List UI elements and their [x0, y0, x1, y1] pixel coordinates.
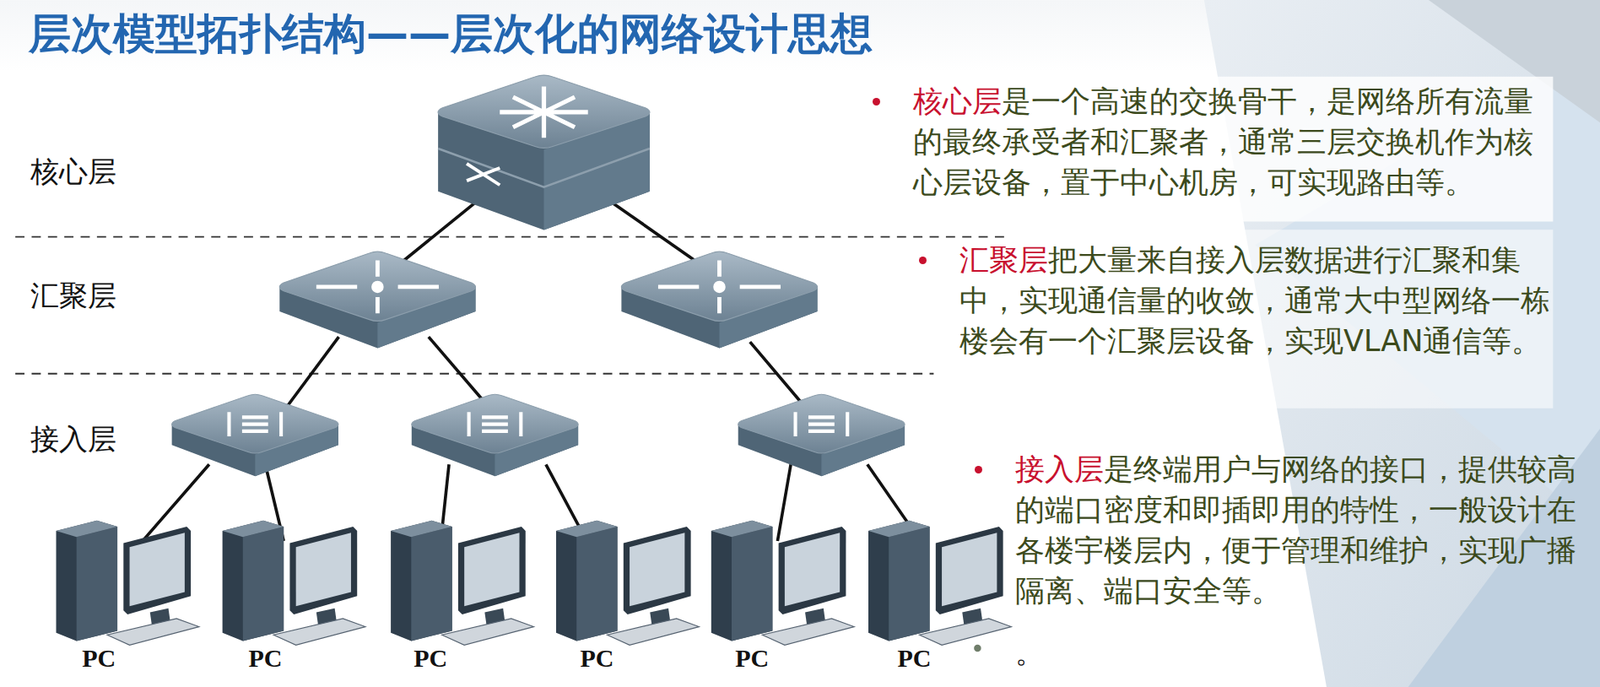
stray-mark: 。: [1015, 635, 1044, 671]
layer-label: 汇聚层: [30, 278, 117, 314]
pc-label: PC: [897, 643, 931, 674]
layer-label: 核心层: [30, 154, 117, 190]
layer-description: 是一个高速的交换骨干，是网络所有流量的最终承受者和汇聚者，通常三层交换机作为核心…: [913, 84, 1534, 200]
pc-label: PC: [413, 643, 448, 674]
pc-label: PC: [579, 643, 614, 674]
title: 层次模型拓扑结构——层次化的网络设计思想: [28, 8, 873, 60]
text-panel: 汇聚层把大量来自接入层数据进行汇聚和集中，实现通信量的收敛，通常大中型网络一栋楼…: [959, 239, 1551, 362]
layer-name: 接入层: [1015, 452, 1104, 487]
pc-label: PC: [735, 643, 769, 674]
layer-name: 汇聚层: [959, 243, 1049, 277]
pc-label: PC: [81, 643, 116, 674]
text-panel: 核心层是一个高速的交换骨干，是网络所有流量的最终承受者和汇聚者，通常三层交换机作…: [913, 81, 1538, 203]
bullet-dot: [872, 97, 881, 106]
layer-label: 接入层: [30, 421, 117, 457]
bullet-dot: [918, 256, 927, 265]
bullet-dot: [974, 465, 983, 474]
pc-label: PC: [248, 643, 282, 674]
layer-description: 把大量来自接入层数据进行汇聚和集中，实现通信量的收敛，通常大中型网络一栋楼会有一…: [959, 243, 1551, 358]
layer-name: 核心层: [913, 84, 1002, 119]
text-panel: 接入层是终端用户与网络的接口，提供较高的端口密度和即插即用的特性，一般设计在各楼…: [1015, 448, 1585, 611]
